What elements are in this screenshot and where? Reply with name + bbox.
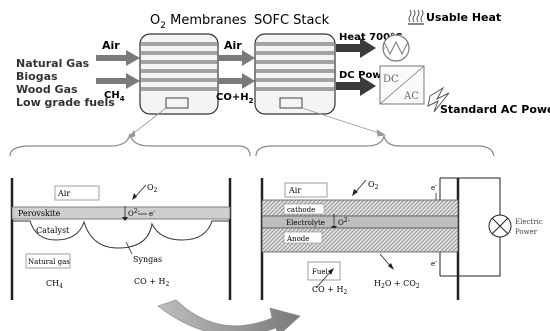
syngas-label: Syngas [133, 255, 162, 264]
right-co-h2-label: CO + H2 [312, 285, 347, 296]
left-o-ion-label: O2- [128, 208, 140, 218]
usable-heat-label: Usable Heat [426, 11, 501, 24]
left-brace [9, 133, 251, 157]
air-mid-arrow [218, 50, 255, 66]
heat-waves-icon [408, 9, 424, 25]
natural-gas-label: Natural gas [28, 258, 70, 266]
inverter-box [379, 65, 425, 105]
fuel-low-grade: Low grade fuels [16, 96, 115, 109]
left-o2-label: O2 [147, 183, 158, 194]
air-inlet-arrow [96, 50, 140, 66]
heat-output-arrow [336, 38, 376, 58]
right-o2-label: O2 [368, 180, 379, 191]
inverter-dc-label: DC [383, 74, 399, 85]
right-detail: Electric Power Air O2 e- cathode Electro… [260, 177, 543, 300]
electric-power-label-1: Electric [515, 218, 543, 226]
air-mid-label: Air [224, 39, 242, 52]
ch4-inlet-label: CH4 [104, 90, 125, 103]
left-ch4-label: CH4 [46, 279, 63, 290]
zoom-lines [126, 107, 387, 139]
left-co-h2-label: CO + H2 [134, 277, 169, 288]
heat-output-label: Heat 700°C [339, 32, 402, 43]
fuel-label: Fuel [312, 268, 329, 276]
syngas-mid-arrow [218, 73, 255, 89]
right-electron-bottom: e- [431, 258, 437, 268]
catalyst-label: Catalyst [36, 226, 70, 235]
ch4-inlet-arrow [96, 73, 140, 89]
right-air-label: Air [288, 186, 301, 195]
electric-power-label-2: Power [515, 228, 538, 236]
sofc-stack [254, 33, 336, 115]
transition-curved-arrow [157, 299, 301, 331]
membranes-title: O2 Membranes [150, 13, 247, 31]
membrane-stack [139, 33, 219, 115]
right-electron-top: e- [431, 182, 437, 192]
left-detail: Air O2 Perovskite O2- e- Catalyst Natura… [10, 178, 232, 300]
anode-label: Anode [286, 235, 309, 243]
ac-power-label: Standard AC Power [440, 103, 550, 116]
lightning-icon [427, 86, 450, 113]
syngas-mid-label: CO+H2 [216, 92, 254, 105]
fuel-natural-gas: Natural Gas [16, 57, 90, 70]
electrolyte-label: Electrolyte [286, 219, 325, 227]
dc-power-label: DC Power [339, 70, 393, 81]
catalyst-layer [12, 220, 230, 249]
left-electron-label: e- [149, 208, 155, 218]
cathode-label: cathode [287, 206, 315, 214]
lamp-icon [488, 214, 512, 238]
air-inlet-label: Air [102, 39, 120, 52]
inverter-ac-label: AC [403, 91, 419, 102]
fuel-wood-gas: Wood Gas [16, 83, 78, 96]
left-air-label: Air [57, 189, 70, 198]
perovskite-layer [11, 206, 231, 220]
right-brace [255, 135, 495, 157]
dc-output-arrow [336, 76, 376, 96]
sofc-stack-title: SOFC Stack [254, 13, 330, 28]
right-o-ion-label: O2- [338, 217, 350, 227]
fuel-biogas: Biogas [16, 70, 58, 83]
fuels-list: Natural Gas Biogas Wood Gas Low grade fu… [16, 57, 115, 109]
heat-exchanger-icon [382, 34, 410, 62]
perovskite-label: Perovskite [18, 209, 61, 218]
products-label: H2O + CO2 [374, 279, 420, 290]
